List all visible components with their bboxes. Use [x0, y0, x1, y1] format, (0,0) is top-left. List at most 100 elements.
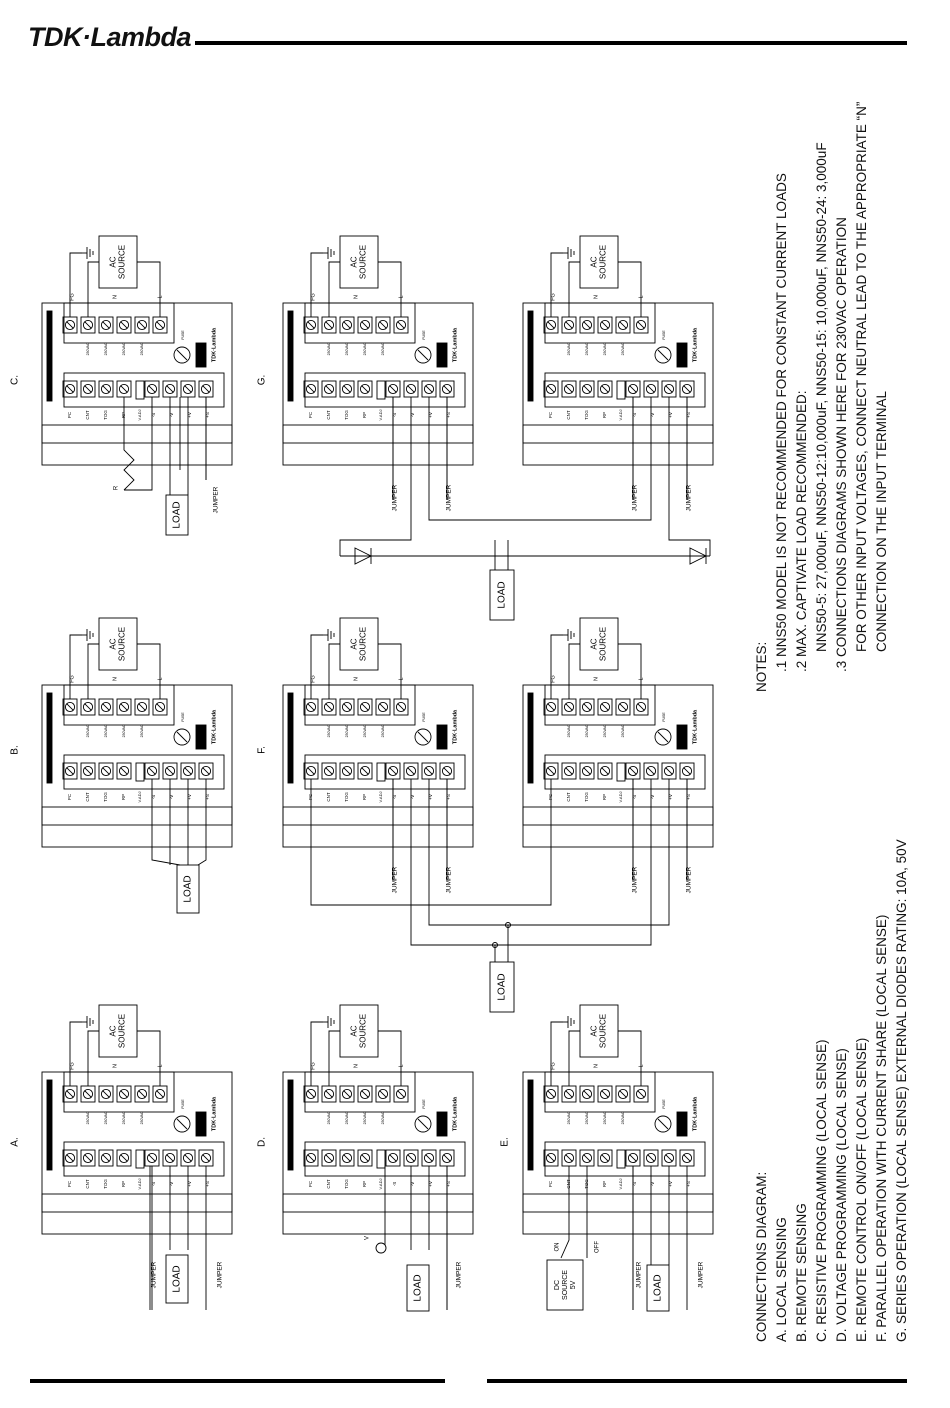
screw-slot: [407, 385, 415, 393]
voltage-label: 230VAC: [603, 1111, 607, 1124]
screw-head: [100, 765, 112, 777]
screw-slot: [389, 385, 397, 393]
load-wire: [428, 779, 670, 926]
pin-label-n: N: [593, 295, 599, 299]
screw-head: [395, 1088, 407, 1100]
jumper-label: JUMPER: [636, 1261, 643, 1288]
screw-head: [154, 319, 166, 331]
output-terminal: [321, 380, 337, 398]
status-strip: [527, 692, 534, 784]
load-box: [489, 569, 515, 621]
pin-label: +V: [668, 412, 673, 418]
input-terminal-block: [304, 684, 416, 726]
pin-label: V.ADJ: [378, 410, 383, 421]
screw-head: [100, 1088, 112, 1100]
fuse-holder-icon: [654, 346, 672, 364]
screw-slot: [120, 321, 128, 329]
screw-slot: [601, 767, 609, 775]
pin-label: PC: [67, 411, 72, 418]
voltage-label: 230VAC: [381, 1111, 385, 1124]
pin-label: CNT: [326, 792, 331, 801]
tdk-lambda-logo: TDK·Lambda: [28, 22, 192, 52]
pin-label: +S: [446, 794, 451, 800]
fuse-holder-icon: [654, 1115, 672, 1133]
screw-head: [64, 383, 76, 395]
screw-slot: [84, 1154, 92, 1162]
screw-head: [359, 383, 371, 395]
screw-slot: [138, 1090, 146, 1098]
screw-slot: [325, 767, 333, 775]
fuse-holder-icon: [173, 1115, 191, 1133]
voltage-label: 230VAC: [327, 724, 331, 737]
voltage-source-icon: [375, 1242, 387, 1254]
ac-wire: [378, 261, 402, 317]
output-terminal: [62, 1149, 78, 1167]
screw-head: [305, 383, 317, 395]
screw-slot: [102, 767, 110, 775]
screw-head: [377, 701, 389, 713]
unit-brand-label: TDK·Lambda: [211, 1096, 217, 1131]
screw-slot: [647, 1154, 655, 1162]
output-terminal-block: [63, 372, 225, 408]
ac-source-box-text: AC: [350, 1025, 359, 1036]
screw-head: [377, 319, 389, 331]
pin-label: V.ADJ: [618, 1179, 623, 1190]
screw-head: [599, 1088, 611, 1100]
input-terminal-block: [63, 684, 175, 726]
screw-head: [136, 701, 148, 713]
voltage-label: 230VAC: [585, 342, 589, 355]
screw-head: [581, 1088, 593, 1100]
screw-slot: [683, 1154, 691, 1162]
screw-slot: [583, 1154, 591, 1162]
pin-label: -V: [650, 795, 655, 800]
vadj-pot: [135, 1149, 145, 1169]
notes-block: NOTES: .1 NNS50 MODEL IS NOT RECOMMENDED…: [752, 102, 892, 692]
output-terminal: [303, 1149, 319, 1167]
input-terminal-block: [304, 302, 416, 344]
rating-plate: [195, 724, 207, 750]
screw-slot: [629, 385, 637, 393]
ground-icon: [82, 247, 94, 259]
screw-slot: [148, 767, 156, 775]
pin-label: TOG: [584, 792, 589, 802]
pin-label: +V: [668, 794, 673, 800]
screw-head: [635, 319, 647, 331]
output-terminal: [339, 762, 355, 780]
screw-slot: [325, 1090, 333, 1098]
screw-head: [164, 1152, 176, 1164]
screw-head: [599, 701, 611, 713]
screw-head: [182, 1152, 194, 1164]
dc-source-box-text: SOURCE: [562, 1270, 569, 1300]
pin-label: -V: [410, 1182, 415, 1187]
ac-source-box-text: SOURCE: [359, 245, 368, 279]
fuse-holder-icon: [173, 728, 191, 746]
screw-slot: [665, 1154, 673, 1162]
fuse-label: FUSE: [662, 712, 666, 722]
resistor-label: R: [114, 485, 120, 490]
screw-head: [617, 1088, 629, 1100]
screw-head: [581, 1152, 593, 1164]
screw-head: [82, 1152, 94, 1164]
ac-source-box-text: AC: [350, 256, 359, 267]
screw-head: [681, 765, 693, 777]
load-wire: [410, 779, 652, 946]
output-terminal: [339, 1149, 355, 1167]
ground-icon: [323, 1016, 335, 1028]
pin-label-l: L: [398, 677, 404, 680]
pin-label: CNT: [566, 410, 571, 419]
screw-head: [200, 1152, 212, 1164]
screw-head: [341, 765, 353, 777]
panel-letter: B.: [10, 745, 21, 754]
footer-rule-left: [30, 1379, 445, 1383]
footer-rule-right: [487, 1379, 907, 1383]
input-terminal-block: [544, 684, 656, 726]
output-terminal: [597, 380, 613, 398]
screw-slot: [397, 321, 405, 329]
screw-slot: [647, 767, 655, 775]
jumper-label: JUMPER: [686, 484, 693, 511]
screw-slot: [361, 321, 369, 329]
output-terminal: [357, 762, 373, 780]
input-terminal: [134, 698, 150, 716]
load-box-text: LOAD: [183, 875, 194, 902]
